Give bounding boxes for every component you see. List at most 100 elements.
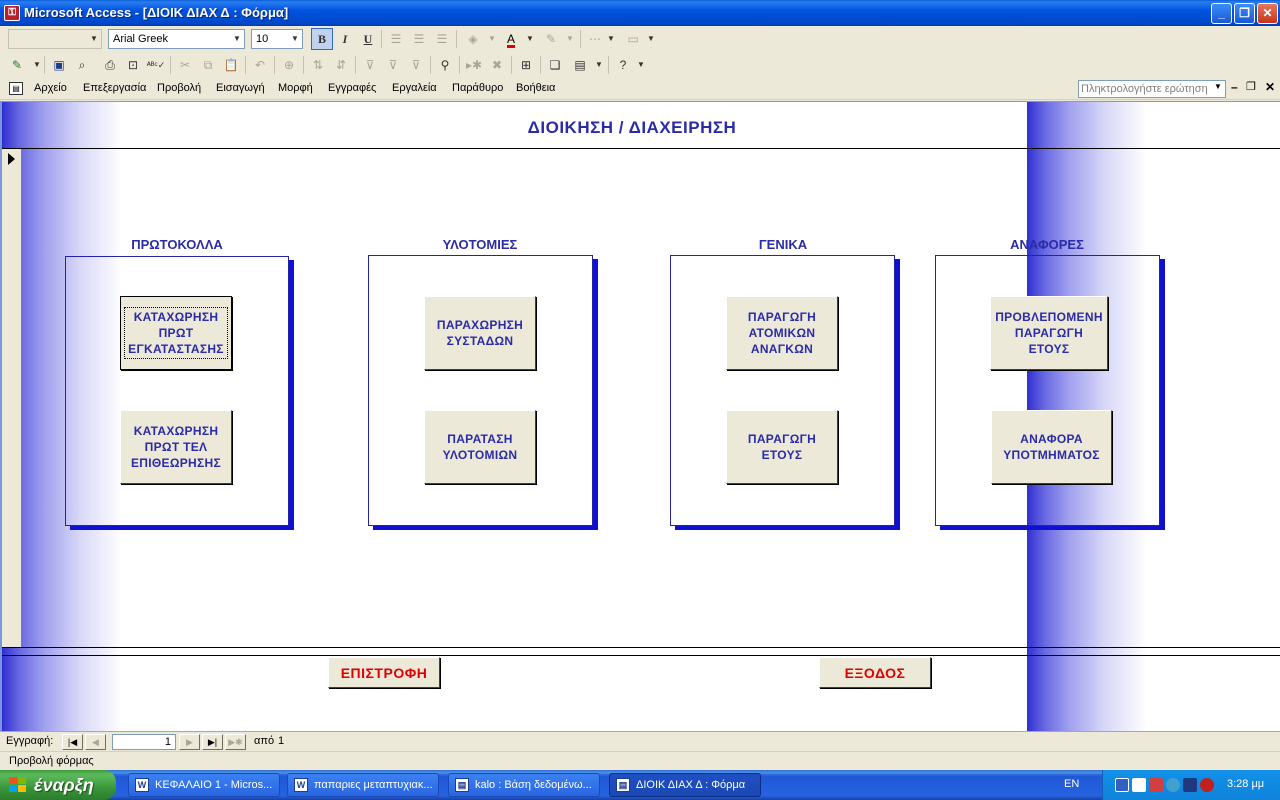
menu-format[interactable]: Μορφή <box>278 82 313 94</box>
close-button[interactable]: ✕ <box>1257 3 1278 24</box>
subdepartment-report-button[interactable]: ΑΝΑΦΟΡΑ ΥΠΟΤΜΗΜΑΤΟΣ <box>991 410 1112 484</box>
print-preview-icon[interactable]: ⊡ <box>127 58 139 72</box>
menu-view[interactable]: Προβολή <box>157 82 202 94</box>
security-shield-icon[interactable] <box>1200 778 1214 792</box>
new-object-icon[interactable]: ▤ <box>574 58 586 72</box>
new-record-button[interactable]: ▶✱ <box>225 734 246 750</box>
taskbar-item-access-db[interactable]: ▤kalo : Βάση δεδομένω... <box>448 773 600 797</box>
start-button[interactable]: έναρξη <box>0 770 116 800</box>
underline-button[interactable]: U <box>363 32 373 46</box>
toolbar-separator <box>44 56 45 74</box>
menu-help[interactable]: Βοήθεια <box>516 82 556 94</box>
access-app-icon[interactable]: ⚿ <box>4 5 20 21</box>
record-selector[interactable] <box>2 149 22 647</box>
media-player-icon[interactable] <box>1132 778 1146 792</box>
sort-ascending-icon[interactable]: ⇅ <box>312 58 324 72</box>
delete-record-icon[interactable]: ✖ <box>491 58 503 72</box>
first-record-button[interactable]: |◀ <box>62 734 83 750</box>
extend-logging-button[interactable]: ΠΑΡΑΤΑΣΗ ΥΛΟΤΟΜΙΩΝ <box>424 410 536 484</box>
save-icon[interactable]: ▣ <box>53 58 65 72</box>
cut-icon[interactable]: ✂ <box>179 58 191 72</box>
next-record-button[interactable]: ▶ <box>179 734 200 750</box>
border-style-icon[interactable]: ⋯ <box>589 32 601 46</box>
clock[interactable]: 3:28 μμ <box>1227 778 1265 790</box>
align-center-icon[interactable]: ☰ <box>413 32 425 46</box>
language-indicator[interactable]: EN <box>1064 778 1080 790</box>
last-record-button[interactable]: ▶| <box>202 734 223 750</box>
display-icon[interactable] <box>1183 778 1197 792</box>
help-dropdown-icon[interactable]: ▼ <box>637 60 645 69</box>
menu-records[interactable]: Εγγραφές <box>328 82 377 94</box>
minimize-button[interactable]: _ <box>1211 3 1232 24</box>
view-icon[interactable]: ✎ <box>11 58 23 72</box>
update-icon[interactable] <box>1166 778 1180 792</box>
doc-minimize-icon[interactable]: – <box>1231 80 1238 94</box>
forecast-annual-production-button[interactable]: ΠΡΟΒΛΕΠΟΜΕΝΗ ΠΑΡΑΓΩΓΗ ΕΤΟΥΣ <box>990 296 1108 370</box>
word-icon: W <box>294 778 308 792</box>
database-window-icon[interactable]: ❏ <box>549 58 561 72</box>
copy-icon[interactable]: ⧉ <box>203 58 213 72</box>
new-record-icon[interactable]: ▸✱ <box>465 58 483 72</box>
group-label-reports: ΑΝΑΦΟΡΕΣ <box>1010 237 1084 252</box>
hyperlink-icon[interactable]: ⊕ <box>283 58 295 72</box>
file-search-icon[interactable]: ⌕ <box>78 58 86 72</box>
sort-descending-icon[interactable]: ⇵ <box>335 58 347 72</box>
fill-color-icon[interactable]: ◈ <box>468 32 478 46</box>
network-icon[interactable] <box>1149 778 1163 792</box>
toolbar-separator <box>245 56 246 74</box>
italic-button[interactable]: I <box>342 32 348 46</box>
exit-button[interactable]: ΕΞΟΔΟΣ <box>819 657 931 688</box>
filter-by-selection-icon[interactable]: ⊽ <box>365 58 375 72</box>
help-icon[interactable]: ? <box>619 58 627 72</box>
object-combo[interactable]: ▼ <box>8 29 102 49</box>
annual-production-button[interactable]: ΠΑΡΑΓΩΓΗ ΕΤΟΥΣ <box>726 410 838 484</box>
filter-by-form-icon[interactable]: ⊽ <box>388 58 398 72</box>
properties-icon[interactable]: ⊞ <box>520 58 532 72</box>
previous-record-button[interactable]: ◀ <box>85 734 106 750</box>
line-color-icon[interactable]: ✎ <box>545 32 557 46</box>
personal-needs-production-button[interactable]: ΠΑΡΑΓΩΓΗ ΑΤΟΜΙΚΩΝ ΑΝΑΓΚΩΝ <box>726 296 838 370</box>
menu-file[interactable]: Αρχείο <box>34 82 67 94</box>
special-effect-icon[interactable]: ▭ <box>627 32 639 46</box>
align-right-icon[interactable]: ☰ <box>436 32 448 46</box>
font-color-icon[interactable]: A <box>506 32 515 46</box>
find-icon[interactable]: ⚲ <box>440 58 450 72</box>
apply-filter-icon[interactable]: ⊽ <box>411 58 421 72</box>
print-icon[interactable]: ⎙ <box>105 58 115 72</box>
tray-app-icon[interactable] <box>1115 778 1129 792</box>
menu-tools[interactable]: Εργαλεία <box>392 82 437 94</box>
restore-button[interactable]: ❐ <box>1234 3 1255 24</box>
doc-close-icon[interactable]: ✕ <box>1265 80 1276 94</box>
bold-button[interactable]: B <box>311 28 333 50</box>
form-window-icon[interactable]: ▤ <box>9 82 23 95</box>
special-effect-dropdown-icon[interactable]: ▼ <box>647 34 655 43</box>
paste-icon[interactable]: 📋 <box>223 58 239 72</box>
current-record-input[interactable]: 1 <box>112 734 176 750</box>
doc-restore-icon[interactable]: ❐ <box>1246 81 1256 93</box>
font-color-dropdown-icon[interactable]: ▼ <box>526 34 534 43</box>
taskbar-item-form[interactable]: ▤ΔΙΟΙΚ ΔΙΑΧ Δ : Φόρμα <box>609 773 761 797</box>
view-dropdown-icon[interactable]: ▼ <box>33 60 41 69</box>
undo-icon[interactable]: ↶ <box>254 58 266 72</box>
menu-window[interactable]: Παράθυρο <box>452 82 504 94</box>
font-name-combo[interactable]: Arial Greek▼ <box>108 29 245 49</box>
line-color-dropdown-icon[interactable]: ▼ <box>566 34 574 43</box>
menu-insert[interactable]: Εισαγωγή <box>216 82 265 94</box>
back-button[interactable]: ΕΠΙΣΤΡΟΦΗ <box>328 657 440 688</box>
title-bar: ⚿ Microsoft Access - [ΔΙΟΙΚ ΔΙΑΧ Δ : Φόρ… <box>0 0 1280 26</box>
register-installation-protocol-button[interactable]: ΚΑΤΑΧΩΡΗΣΗ ΠΡΩΤ ΕΓΚΑΤΑΣΤΑΣΗΣ <box>120 296 232 370</box>
align-left-icon[interactable]: ☰ <box>390 32 402 46</box>
fill-color-dropdown-icon[interactable]: ▼ <box>488 34 496 43</box>
menu-edit[interactable]: Επεξεργασία <box>83 82 147 94</box>
ask-question-input[interactable]: Πληκτρολογήστε ερώτηση <box>1078 80 1226 98</box>
spelling-icon[interactable]: ᴬᴮᶜ✓ <box>146 60 166 70</box>
register-inspection-protocol-button[interactable]: ΚΑΤΑΧΩΡΗΣΗ ΠΡΩΤ ΤΕΛ ΕΠΙΘΕΩΡΗΣΗΣ <box>120 410 232 484</box>
assign-stands-button[interactable]: ΠΑΡΑΧΩΡΗΣΗ ΣΥΣΤΑΔΩΝ <box>424 296 536 370</box>
new-object-dropdown-icon[interactable]: ▼ <box>595 60 603 69</box>
status-bar: Προβολή φόρμας <box>0 751 1280 770</box>
font-size-combo[interactable]: 10▼ <box>251 29 303 49</box>
border-style-dropdown-icon[interactable]: ▼ <box>607 34 615 43</box>
ask-dropdown-icon[interactable]: ▼ <box>1214 82 1222 91</box>
